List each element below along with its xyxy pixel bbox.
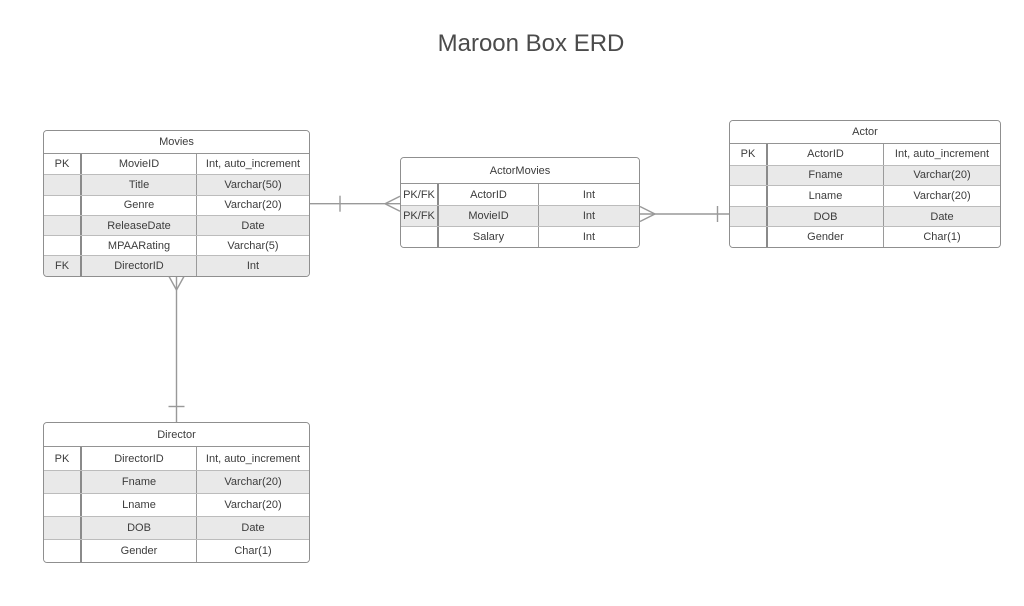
attribute-name: DirectorID — [82, 256, 197, 276]
attribute-name: DOB — [82, 517, 197, 539]
attribute-key — [730, 165, 768, 186]
attribute-key — [44, 471, 82, 493]
entity-name-actor: Actor — [730, 121, 1000, 144]
attribute-row: Genre Varchar(20) — [44, 194, 309, 215]
attribute-row: Lname Varchar(20) — [44, 493, 309, 516]
attribute-row: Salary Int — [401, 226, 639, 247]
attribute-key: PK — [44, 447, 82, 470]
attribute-type: Int — [582, 231, 596, 243]
relationship-director-movies[interactable] — [167, 275, 186, 422]
attribute-name: DirectorID — [82, 447, 197, 470]
attribute-name: DOB — [768, 206, 884, 227]
entity-name-director: Director — [44, 423, 309, 447]
attribute-type: Char(1) — [234, 545, 272, 557]
attribute-row: Gender Char(1) — [730, 226, 1000, 247]
relationship-actormovies-actor[interactable] — [639, 205, 729, 223]
attribute-key — [401, 227, 439, 247]
attribute-key — [44, 540, 82, 562]
attribute-key — [730, 227, 768, 247]
attribute-type: Varchar(5) — [227, 239, 279, 252]
attribute-type: Date — [930, 210, 954, 223]
attribute-name: Lname — [82, 494, 197, 516]
attribute-type: Varchar(50) — [224, 178, 282, 191]
attribute-name: Gender — [82, 540, 197, 562]
attribute-type: Varchar(20) — [913, 169, 971, 182]
attribute-row: Title Varchar(50) — [44, 174, 309, 195]
attribute-key: PK/FK — [401, 206, 439, 226]
attribute-key: PK/FK — [401, 184, 439, 205]
attribute-key — [44, 494, 82, 516]
attribute-type: Varchar(20) — [224, 199, 282, 212]
attribute-name: MPAARating — [82, 236, 197, 256]
attribute-key — [730, 206, 768, 227]
attribute-name: Gender — [768, 227, 884, 247]
attribute-name: Title — [82, 175, 197, 195]
attribute-name: Lname — [768, 186, 884, 206]
attribute-type: Int, auto_increment — [205, 158, 301, 171]
attribute-row: DOB Date — [44, 516, 309, 539]
attribute-name: ActorID — [768, 144, 884, 165]
attribute-type: Date — [241, 522, 265, 534]
attribute-type: Int — [246, 260, 260, 273]
attribute-type: Int, auto_increment — [205, 452, 301, 465]
attribute-key — [44, 175, 82, 195]
entity-name-actormovies: ActorMovies — [401, 158, 639, 184]
attribute-type: Date — [241, 219, 265, 232]
attribute-type: Varchar(20) — [224, 476, 282, 488]
attribute-name: ReleaseDate — [82, 215, 197, 236]
attribute-name: Genre — [82, 195, 197, 215]
attribute-type: Varchar(20) — [224, 499, 282, 511]
attribute-name: Fname — [82, 471, 197, 493]
attribute-key — [44, 195, 82, 215]
attribute-row: Fname Varchar(20) — [730, 164, 1000, 186]
attribute-type: Int — [582, 188, 596, 201]
attribute-type: Varchar(20) — [913, 189, 971, 202]
attribute-type: Char(1) — [923, 231, 961, 244]
attribute-name: ActorID — [439, 184, 539, 205]
attribute-row: Fname Varchar(20) — [44, 470, 309, 493]
diagram-title: Maroon Box ERD — [437, 30, 625, 57]
attribute-key — [44, 517, 82, 539]
relationship-movies-actormovies[interactable] — [310, 195, 401, 212]
attribute-name: MovieID — [82, 154, 197, 175]
attribute-row: Gender Char(1) — [44, 539, 309, 562]
attribute-key: FK — [44, 256, 82, 276]
attribute-key: PK — [730, 144, 768, 165]
attribute-row: MPAARating Varchar(5) — [44, 235, 309, 256]
entity-name-movies: Movies — [44, 131, 309, 154]
attribute-key — [44, 215, 82, 236]
attribute-row: ReleaseDate Date — [44, 214, 309, 236]
attribute-name: MovieID — [439, 206, 539, 226]
attribute-row: DOB Date — [730, 205, 1000, 227]
attribute-type: Int — [582, 210, 596, 222]
attribute-name: Fname — [768, 165, 884, 186]
attribute-row: Lname Varchar(20) — [730, 185, 1000, 206]
attribute-key — [730, 186, 768, 206]
attribute-key: PK — [44, 154, 82, 175]
attribute-type: Int, auto_increment — [894, 148, 990, 161]
attribute-key — [44, 236, 82, 256]
attribute-name: Salary — [439, 227, 539, 247]
